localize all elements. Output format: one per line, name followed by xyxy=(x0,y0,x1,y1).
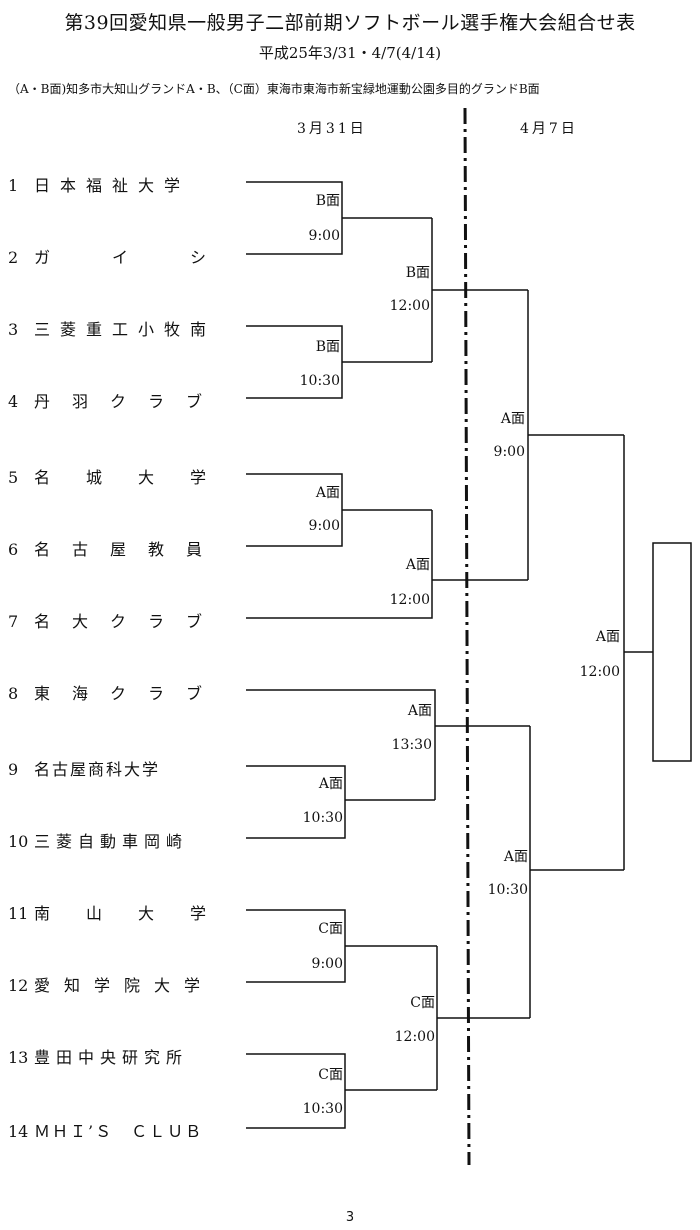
match-field: C面 xyxy=(410,995,435,1011)
team-number: 3 xyxy=(8,320,19,339)
team-name: 名古屋教員 xyxy=(34,540,225,559)
team-entry: 11 南 山 大 学 xyxy=(8,900,216,924)
bracket-line xyxy=(246,510,433,619)
match-time: 12:00 xyxy=(394,1029,435,1045)
team-number: 12 xyxy=(8,976,29,995)
match-field: A面 xyxy=(315,485,340,501)
team-number: 9 xyxy=(8,760,19,779)
team-entry: 5 名 城 大 学 xyxy=(8,464,216,488)
match-field: A面 xyxy=(318,776,343,792)
match-field: C面 xyxy=(318,1067,343,1083)
team-name: ガ イ シ xyxy=(34,248,217,267)
team-name: 日本福祉大学 xyxy=(34,176,191,195)
bracket-line xyxy=(246,689,436,800)
match-time: 13:30 xyxy=(391,737,432,753)
team-entry: 12 愛知学院大学 xyxy=(8,972,214,996)
match-time: 12:00 xyxy=(579,664,620,680)
page-title: 第39回愛知県一般男子二部前期ソフトボール選手権大会組合せ表 xyxy=(64,12,636,34)
round1-date: 3月31日 xyxy=(297,121,367,137)
team-entry: 1 日本福祉大学 xyxy=(8,172,190,196)
venue-info: （A・B面)知多市大知山グランドA・B、（C面）東海市東海市新宝緑地運動公園多目… xyxy=(8,82,540,96)
match-field: A面 xyxy=(500,411,525,427)
team-number: 4 xyxy=(8,392,19,411)
match-field: B面 xyxy=(315,193,340,209)
team-name: 名 城 大 学 xyxy=(34,468,217,487)
team-number: 6 xyxy=(8,540,19,559)
match-time: 9:00 xyxy=(493,444,525,460)
match-field: A面 xyxy=(503,849,528,865)
match-field: A面 xyxy=(405,557,430,573)
match-time: 10:30 xyxy=(302,1101,343,1117)
match-field: B面 xyxy=(405,265,430,281)
team-name: 三菱重工小牧南 xyxy=(34,320,217,339)
match-time: 12:00 xyxy=(389,298,430,314)
team-number: 14 xyxy=(8,1122,29,1141)
match-field: B面 xyxy=(315,339,340,355)
team-number: 2 xyxy=(8,248,19,267)
team-name: 三菱自動車岡崎 xyxy=(34,832,189,851)
match-time: 10:30 xyxy=(487,882,528,898)
bracket-line xyxy=(246,765,346,839)
team-entry: 3 三菱重工小牧南 xyxy=(8,316,216,340)
match-time: 10:30 xyxy=(302,810,343,826)
match-time: 9:00 xyxy=(308,518,340,534)
bracket-line xyxy=(246,1053,346,1129)
day-divider xyxy=(463,107,471,1166)
match-field: A面 xyxy=(595,629,620,645)
team-entry: 4 丹羽クラブ xyxy=(8,388,224,412)
team-entry: 14 ＭＨＩ’Ｓ ＣＬＵＢ xyxy=(8,1118,203,1142)
match-time: 9:00 xyxy=(311,956,343,972)
team-number: 10 xyxy=(8,832,29,851)
team-entry: 2 ガ イ シ xyxy=(8,244,216,268)
page-number: 3 xyxy=(345,1210,355,1225)
team-number: 1 xyxy=(8,176,19,195)
team-entry: 7 名大クラブ xyxy=(8,608,224,632)
team-name: 丹羽クラブ xyxy=(34,392,225,411)
team-name: 東海クラブ xyxy=(34,684,225,703)
team-name: 愛知学院大学 xyxy=(34,976,215,995)
round2-date: 4月7日 xyxy=(520,121,578,137)
team-entry: 9 名古屋商科大学 xyxy=(8,756,160,780)
champion-box xyxy=(652,542,692,762)
team-number: 7 xyxy=(8,612,19,631)
team-name: 名大クラブ xyxy=(34,612,225,631)
team-number: 5 xyxy=(8,468,19,487)
team-number: 13 xyxy=(8,1048,29,1067)
match-time: 9:00 xyxy=(308,228,340,244)
team-entry: 13 豊田中央研究所 xyxy=(8,1044,188,1068)
match-field: C面 xyxy=(318,921,343,937)
match-field: A面 xyxy=(407,703,432,719)
team-number: 11 xyxy=(8,904,29,923)
match-time: 12:00 xyxy=(389,592,430,608)
match-time: 10:30 xyxy=(299,373,340,389)
schedule-dates: 平成25年3/31・4/7(4/14) xyxy=(258,44,442,62)
team-entry: 8 東海クラブ xyxy=(8,680,224,704)
team-name: 豊田中央研究所 xyxy=(34,1048,189,1067)
team-name: 名古屋商科大学 xyxy=(34,760,161,779)
team-number: 8 xyxy=(8,684,19,703)
team-entry: 6 名古屋教員 xyxy=(8,536,224,560)
team-name: 南 山 大 学 xyxy=(34,904,217,923)
team-entry: 10 三菱自動車岡崎 xyxy=(8,828,188,852)
team-name: ＭＨＩ’Ｓ ＣＬＵＢ xyxy=(34,1122,204,1141)
